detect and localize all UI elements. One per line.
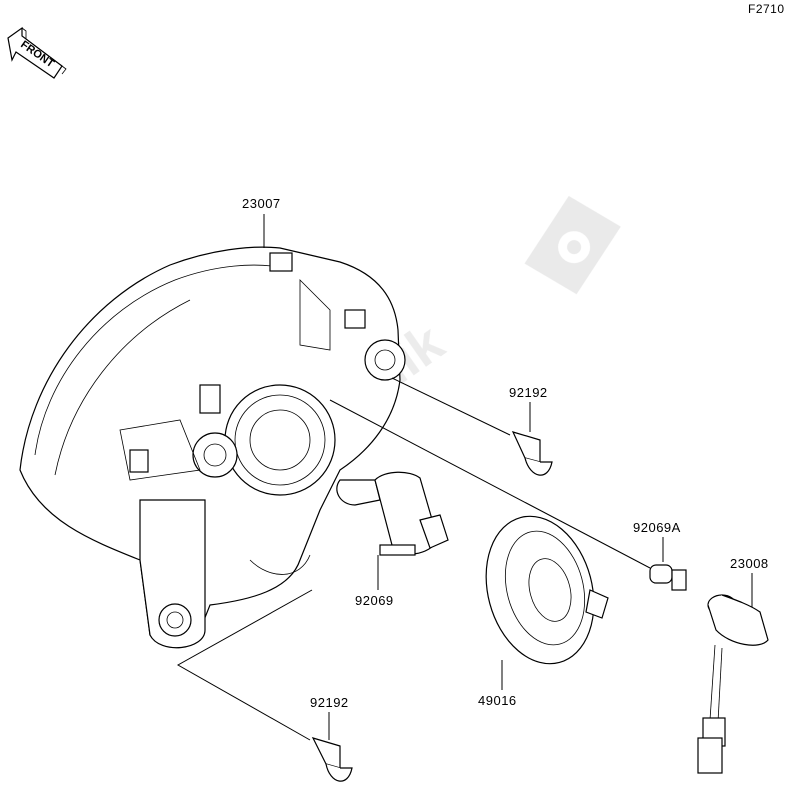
bulb-main[interactable] bbox=[336, 471, 449, 556]
part-number-92192-lower[interactable]: 92192 bbox=[310, 695, 349, 710]
part-number-92069A[interactable]: 92069A bbox=[633, 520, 681, 535]
part-number-49016[interactable]: 49016 bbox=[478, 693, 517, 708]
leader-lines bbox=[176, 214, 753, 741]
clip-upper[interactable] bbox=[511, 431, 553, 476]
cover[interactable] bbox=[470, 504, 609, 676]
part-number-92192-upper[interactable]: 92192 bbox=[509, 385, 548, 400]
front-arrow-icon: FRONT bbox=[7, 26, 67, 79]
watermark-gear-icon bbox=[524, 195, 621, 295]
part-number-23007[interactable]: 23007 bbox=[242, 196, 281, 211]
bulb-position[interactable] bbox=[649, 564, 687, 591]
figure-code: F2710 bbox=[748, 2, 785, 16]
part-number-92069[interactable]: 92069 bbox=[355, 593, 394, 608]
part-number-23008[interactable]: 23008 bbox=[730, 556, 769, 571]
clip-lower[interactable] bbox=[311, 737, 353, 782]
socket-wiring[interactable] bbox=[697, 594, 769, 774]
headlight-assembly[interactable] bbox=[19, 246, 406, 649]
